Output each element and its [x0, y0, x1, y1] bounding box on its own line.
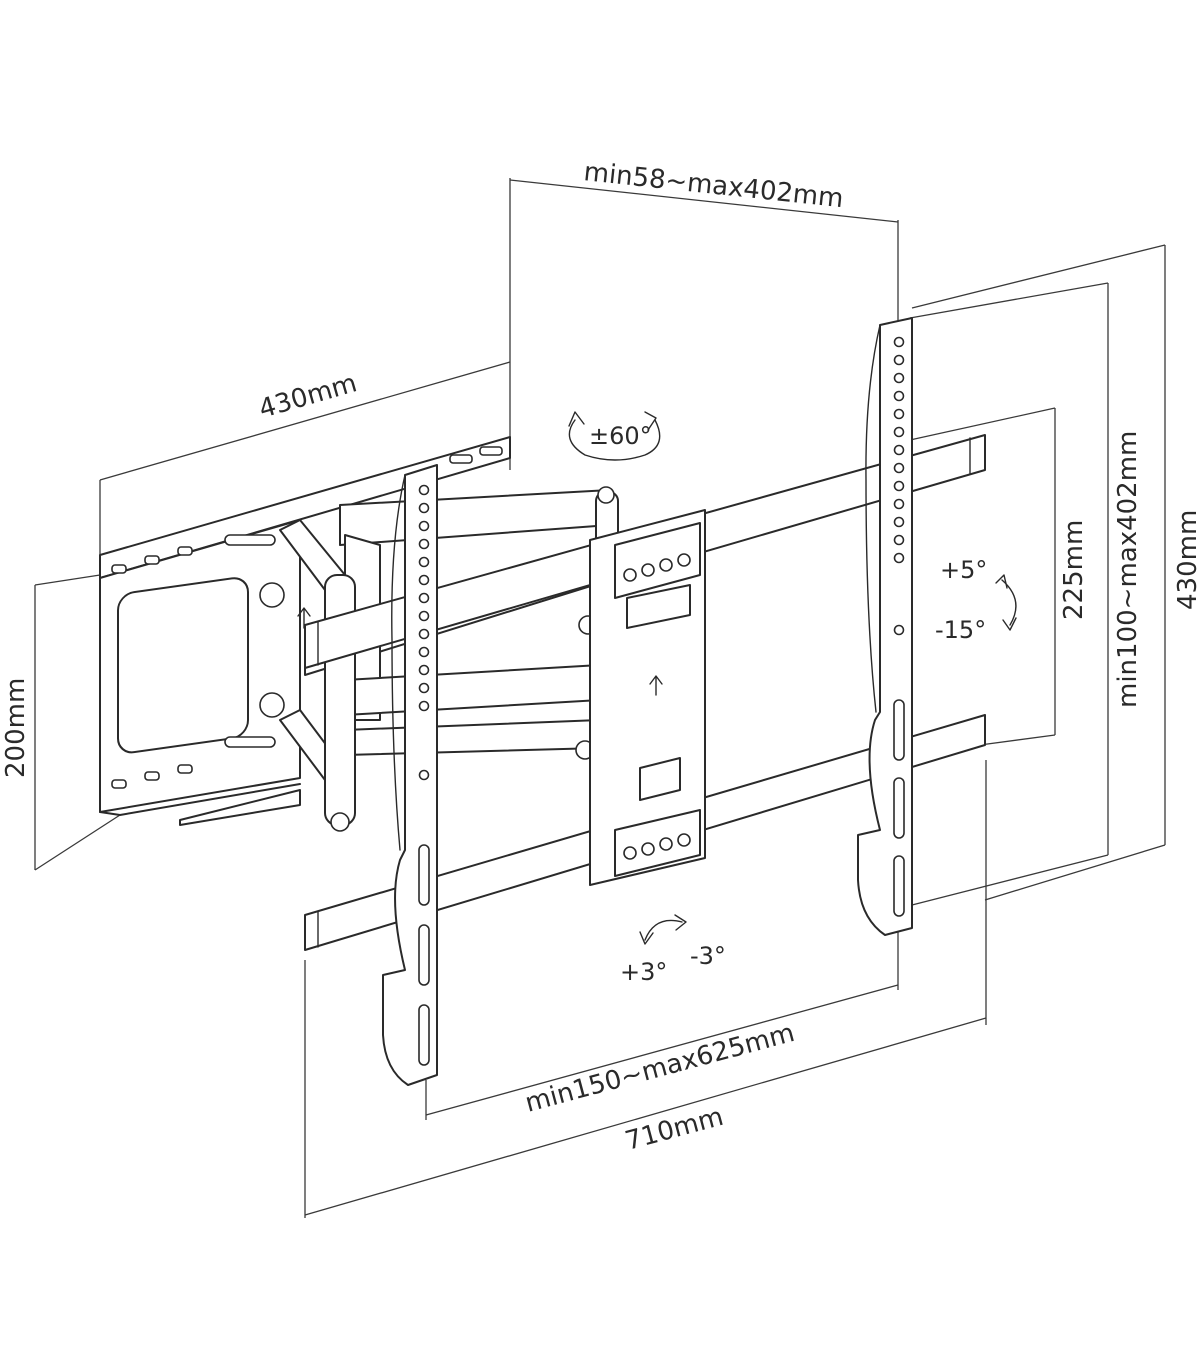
rail-width-label: 710mm [622, 1102, 727, 1157]
wall-plate-width-label: 430mm [256, 368, 361, 424]
tilt-down-label: -15° [935, 616, 986, 644]
center-plate [589, 509, 706, 886]
tilt-up-label: +5° [940, 556, 987, 584]
wall-plate [99, 436, 511, 826]
vesa-vertical-range-label: min100~max402mm [1113, 431, 1143, 708]
right-bracket-holes [893, 336, 905, 917]
right-vertical-bracket [857, 317, 913, 936]
vesa-horizontal-range-label: min150~max625mm [522, 1018, 798, 1119]
left-vertical-bracket [382, 464, 438, 1086]
rotate-arrow-icon [639, 914, 687, 945]
tilt-arrow-icon [995, 574, 1017, 631]
wall-plate-height-label: 200mm [1, 678, 31, 778]
angle-labels: ±60° +5° -15° +3° -3° [589, 422, 987, 986]
extension-label: min58~max402mm [582, 157, 845, 214]
left-bracket-holes [418, 484, 430, 1066]
swivel-angle-label: ±60° [589, 422, 652, 450]
swivel-arrow-icon [568, 411, 661, 461]
vesa-vertical-min-label: 225mm [1059, 520, 1089, 620]
bracket-height-label: 430mm [1173, 510, 1200, 610]
dimension-lines [34, 178, 1166, 1218]
rotate-minus-label: -3° [690, 942, 726, 970]
rotate-plus-label: +3° [620, 958, 667, 986]
